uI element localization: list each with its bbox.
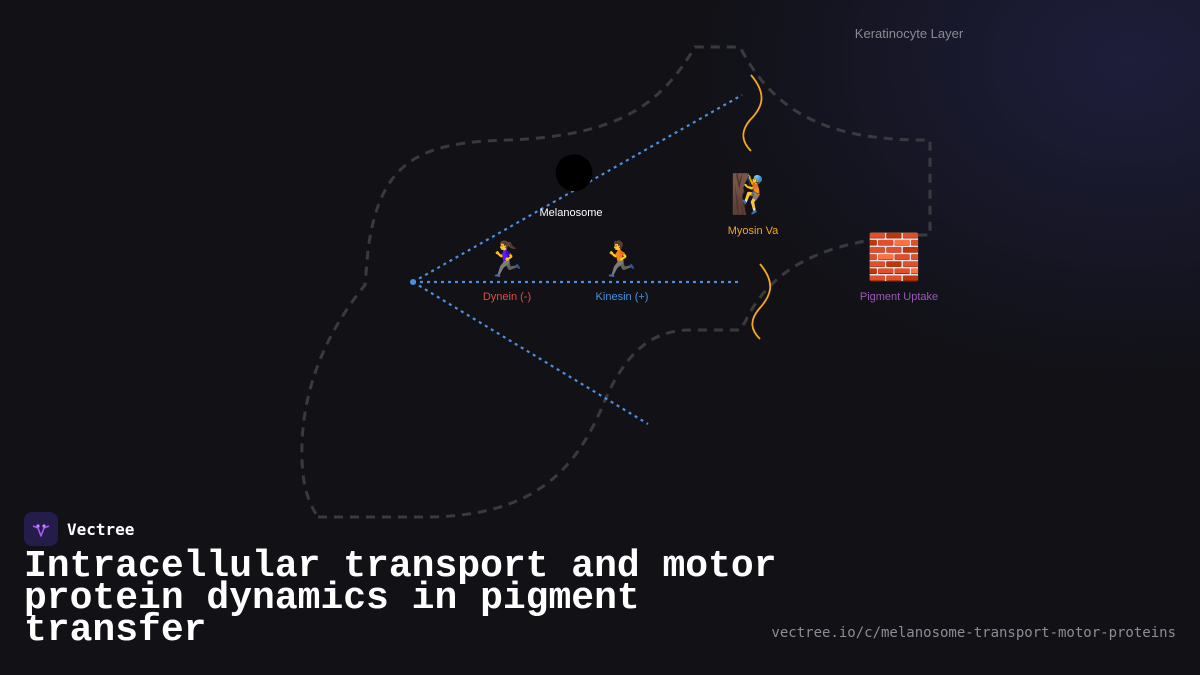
dynein-label: Dynein (-) xyxy=(482,291,532,303)
melanosome-label: Melanosome xyxy=(539,207,603,219)
vectree-logo-icon xyxy=(24,512,58,546)
microtubule-organizing-center xyxy=(410,279,416,285)
microtubule-lower xyxy=(412,281,649,425)
melanosome-icon: 🌑 xyxy=(552,149,596,198)
pigment-uptake-icon: 🧱 xyxy=(866,232,922,283)
dynein-icon: 🏃‍♀️ xyxy=(484,240,528,280)
myosin-icon: 🧗 xyxy=(730,172,778,216)
keratinocyte-layer-label: Keratinocyte Layer xyxy=(854,26,964,41)
microtubule-upper xyxy=(412,94,743,283)
source-url[interactable]: vectree.io/c/melanosome-transport-motor-… xyxy=(771,625,1176,641)
pigment-uptake-label: Pigment Uptake xyxy=(859,291,939,303)
actin-filament-lower xyxy=(751,263,771,340)
actin-filament-upper xyxy=(742,74,763,152)
brand: Vectree xyxy=(24,512,134,546)
page-title: Intracellular transport and motor protei… xyxy=(24,545,777,652)
cell-outline xyxy=(300,45,932,519)
brand-name: Vectree xyxy=(67,519,135,539)
kinesin-icon: 🏃 xyxy=(598,240,642,280)
myosin-label: Myosin Va xyxy=(727,225,779,237)
kinesin-label: Kinesin (+) xyxy=(595,291,649,303)
